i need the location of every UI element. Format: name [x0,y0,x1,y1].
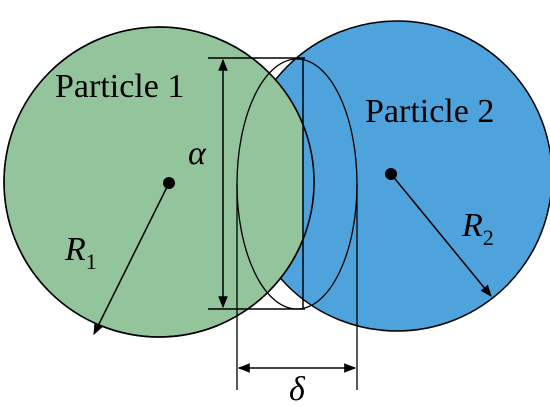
radius-2-label: R2 [461,207,494,250]
particle-1-label: Particle 1 [55,68,184,105]
radius-1-arrow [93,182,170,336]
alpha-label: α [188,135,207,172]
radius-1-label: R1 [64,231,97,274]
radius-2-arrow [390,173,492,297]
particle-2-label: Particle 2 [365,93,494,130]
delta-label: δ [289,371,306,407]
overlap-region [303,27,314,337]
